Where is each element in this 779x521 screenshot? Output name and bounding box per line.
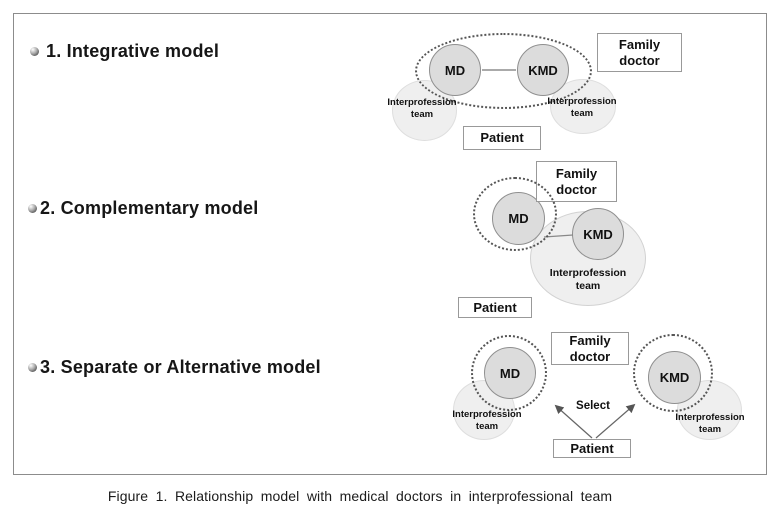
model-2-title-text: 2. Complementary model	[40, 197, 259, 218]
m3-select-label: Select	[576, 400, 610, 412]
m2-kmd-label: KMD	[583, 226, 613, 242]
m2-kmd-circle: KMD	[572, 208, 624, 260]
m3-team-label-left: Interprofession team	[452, 409, 522, 433]
bullet-sphere-icon	[28, 362, 37, 372]
m3-interprofession-team-circle-right	[677, 380, 742, 440]
model-3-title: 3. Separate or Alternative model	[28, 356, 321, 378]
m2-dotted-ring	[473, 177, 557, 251]
m1-team-label-left: Interprofession team	[387, 97, 457, 121]
m1-family-doctor-box: Family doctor	[597, 33, 682, 72]
m3-dotted-ring-kmd	[633, 334, 713, 412]
m3-team-label-right: Interprofession team	[675, 412, 745, 436]
model-3-title-text: 3. Separate or Alternative model	[40, 356, 321, 377]
m3-patient-box: Patient	[553, 439, 631, 458]
bullet-sphere-icon	[30, 46, 39, 56]
m1-patient-box: Patient	[463, 126, 541, 150]
m1-dotted-ellipse	[415, 33, 592, 109]
m2-team-label: Interprofession team	[549, 267, 627, 293]
model-1-title-text: 1. Integrative model	[46, 40, 220, 61]
m3-family-doctor-box: Family doctor	[551, 332, 629, 365]
figure-caption: Figure 1. Relationship model with medica…	[107, 488, 613, 504]
m3-dotted-ring-md	[471, 335, 547, 411]
bullet-sphere-icon	[28, 203, 37, 213]
model-1-title: 1. Integrative model	[30, 40, 219, 62]
model-2-title: 2. Complementary model	[28, 197, 258, 219]
m2-patient-box: Patient	[458, 297, 532, 318]
m1-team-label-right: Interprofession team	[547, 96, 617, 120]
